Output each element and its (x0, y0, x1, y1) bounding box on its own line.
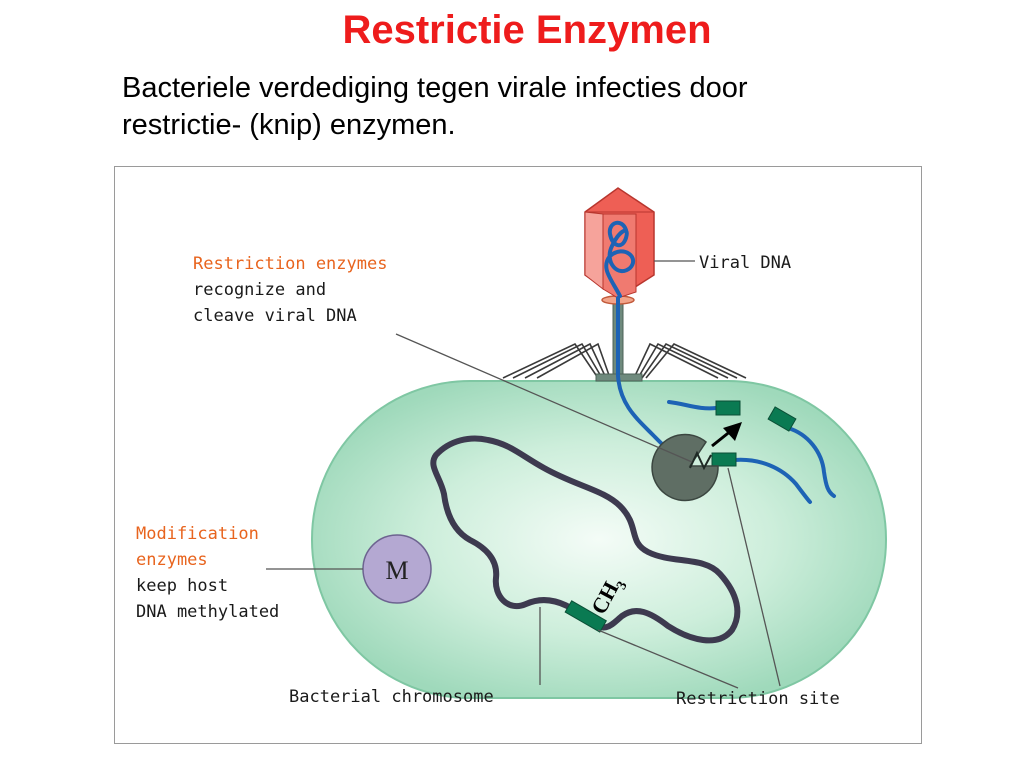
bacterial-chromosome-label: Bacterial chromosome (289, 687, 494, 707)
subtitle-line-2: restrictie- (knip) enzymen. (122, 109, 456, 141)
restriction-label-line-3: cleave viral DNA (193, 306, 357, 326)
subtitle-line-1: Bacteriele verdediging tegen virale infe… (122, 72, 748, 104)
viral-dna-label: Viral DNA (699, 253, 791, 273)
viral-dna-right-strand (732, 457, 812, 504)
phage-capsid (584, 187, 655, 299)
restriction-enzyme (651, 433, 719, 502)
restriction-label-line-2: recognize and (193, 280, 326, 300)
chromosome-restriction-site (564, 600, 608, 633)
slide-subtitle: Bacteriele verdediging tegen virale infe… (122, 70, 922, 144)
viral-restriction-site (711, 452, 737, 467)
cleavage-arrowhead (723, 422, 742, 441)
restriction-label-line-1: Restriction enzymes (193, 254, 387, 274)
restriction-site-label: Restriction site (676, 689, 840, 709)
methylase-letter: M (385, 556, 408, 585)
modification-label-line-4: DNA methylated (136, 602, 279, 622)
cut-fragment-site-1 (715, 400, 741, 416)
slide-title: Restrictie Enzymen (342, 8, 712, 52)
modification-label-line-3: keep host (136, 576, 228, 596)
restriction-enzymes-label: Restriction enzymes recognize and cleave… (193, 254, 387, 326)
leader-lines (266, 260, 781, 689)
phage-tail-fibers (502, 342, 747, 379)
modification-label-line-1: Modification (136, 524, 259, 544)
viral-dna-fragment-1 (667, 400, 718, 411)
viral-dna-fragment-2 (786, 426, 836, 498)
enzyme-active-site (689, 450, 712, 471)
bacterial-chromosome (430, 435, 741, 644)
viral-dna-packed (604, 220, 636, 298)
modification-label-line-2: enzymes (136, 550, 208, 570)
cut-fragment-site-2 (767, 406, 797, 432)
modification-enzymes-label: Modification enzymes keep host DNA methy… (136, 524, 279, 622)
